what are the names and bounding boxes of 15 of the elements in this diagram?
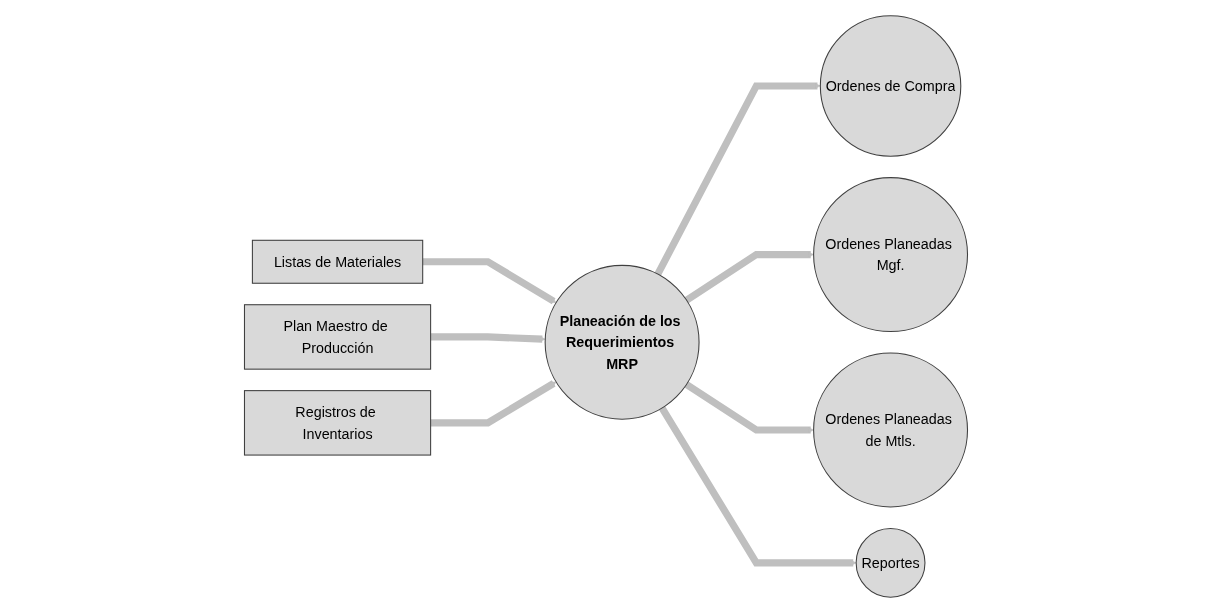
arrow	[684, 381, 814, 434]
node-circle: Ordenes de Compra	[819, 15, 962, 157]
node-box: Listas de Materiales	[251, 239, 424, 284]
node-circle: Reportes	[855, 527, 926, 598]
node-circle: Ordenes Planeadas Mgf.	[813, 177, 969, 333]
arrow	[430, 380, 557, 427]
arrow	[684, 251, 814, 304]
arrow	[430, 333, 546, 343]
node-box: Registros de Inventarios	[243, 390, 432, 456]
node-circle: Planeación de los Requerimientos MRP	[544, 264, 700, 420]
node-circle: Ordenes Planeadas de Mtls.	[813, 352, 969, 508]
node-box: Plan Maestro de Producción	[243, 304, 432, 370]
arrow	[654, 82, 821, 276]
arrow	[659, 406, 857, 567]
arrow	[422, 258, 557, 305]
